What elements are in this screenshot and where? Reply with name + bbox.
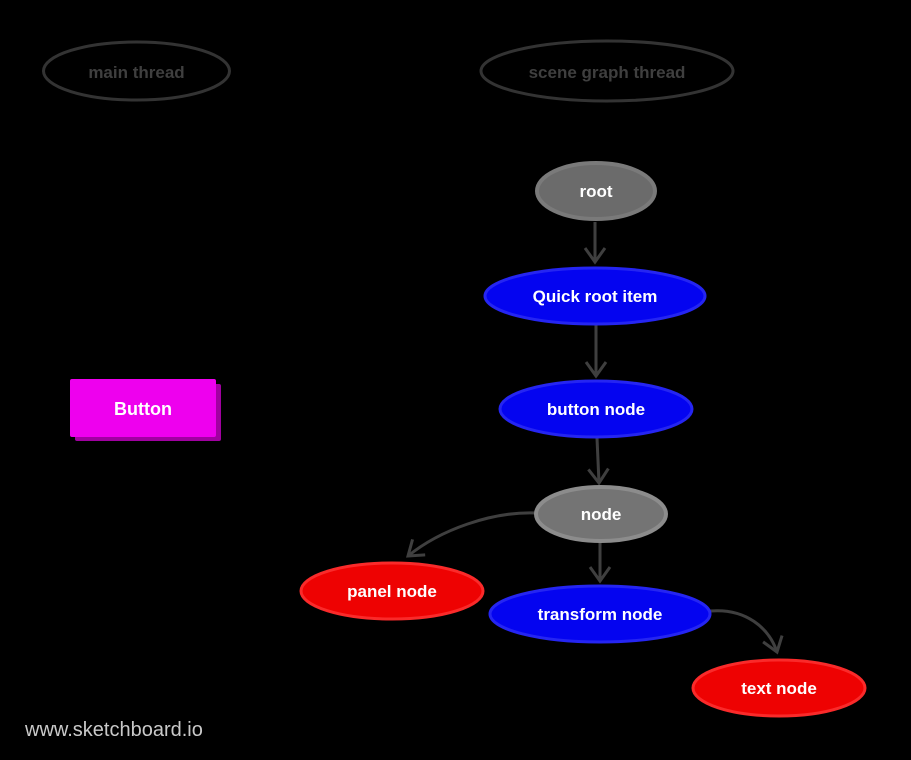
node-transform-node[interactable]: transform node: [488, 584, 712, 644]
node-text-node-label: text node: [741, 679, 817, 698]
edge-transform-node-to-text-node[interactable]: [709, 609, 784, 655]
node-quick-root-item-ellipse[interactable]: [483, 266, 707, 326]
node-root-ellipse[interactable]: [535, 161, 657, 221]
node-panel-node-label: panel node: [347, 582, 437, 601]
node-panel-node-ellipse[interactable]: [299, 561, 485, 621]
main-thread-group[interactable]: main thread: [42, 40, 231, 102]
scene-graph-thread-label: scene graph thread: [529, 63, 686, 82]
node-node-ellipse[interactable]: [534, 485, 668, 543]
scene-graph-thread-ellipse[interactable]: [479, 39, 735, 103]
node-quick-root-item-label: Quick root item: [533, 287, 658, 306]
node-transform-node-ellipse[interactable]: [488, 584, 712, 644]
main-thread-ellipse[interactable]: [42, 40, 231, 102]
button-label: Button: [114, 399, 172, 419]
button-shape[interactable]: [70, 379, 216, 437]
node-text-node-ellipse[interactable]: [691, 658, 867, 718]
edge-button-node-to-node[interactable]: [587, 437, 610, 486]
node-node-label: node: [581, 505, 622, 524]
node-button-node-label: button node: [547, 400, 645, 419]
node-button-node[interactable]: button node: [498, 379, 694, 439]
node-button-node-ellipse[interactable]: [498, 379, 694, 439]
node-quick-root-item[interactable]: Quick root item: [483, 266, 707, 326]
node-text-node[interactable]: text node: [691, 658, 867, 718]
button-widget[interactable]: Button: [70, 379, 221, 441]
node-root-label: root: [579, 182, 612, 201]
node-panel-node[interactable]: panel node: [299, 561, 485, 621]
node-node[interactable]: node: [534, 485, 668, 543]
main-thread-label: main thread: [88, 63, 184, 82]
edge-node-to-panel-node[interactable]: [405, 511, 538, 558]
watermark: www.sketchboard.io: [24, 719, 203, 741]
node-transform-node-label: transform node: [538, 605, 663, 624]
scene-graph-thread-group[interactable]: scene graph thread: [479, 39, 735, 103]
node-root[interactable]: root: [535, 161, 657, 221]
